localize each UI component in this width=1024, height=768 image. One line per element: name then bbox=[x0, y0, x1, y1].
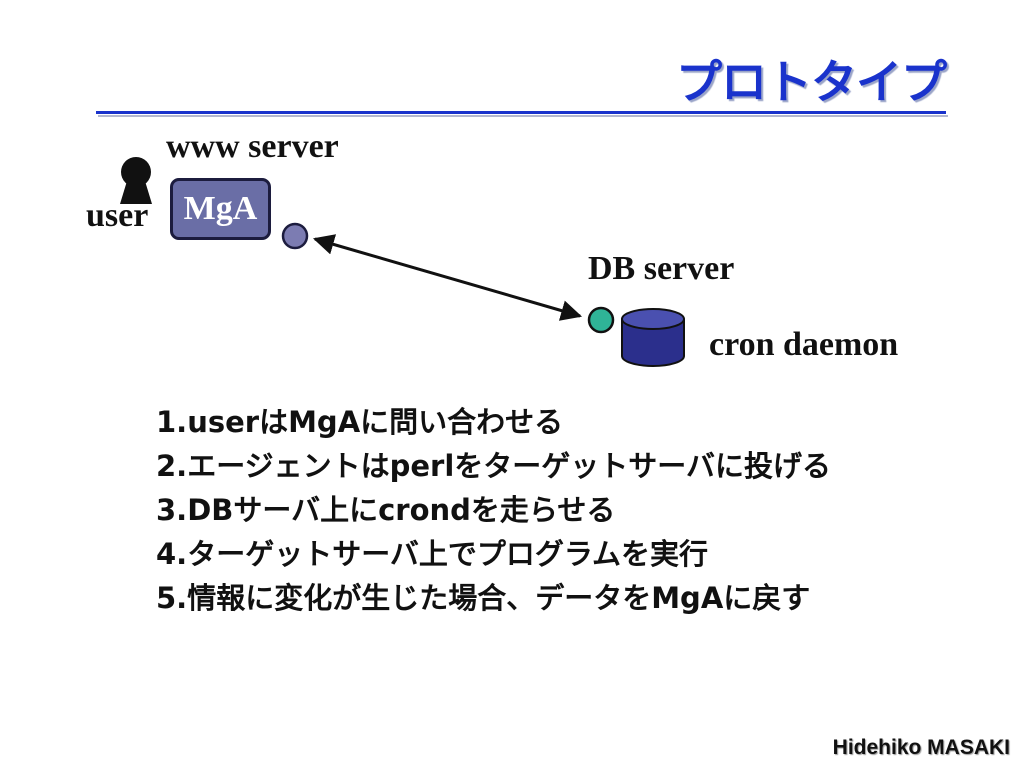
step-item: 5.情報に変化が生じた場合、データをMgAに戻す bbox=[156, 581, 811, 615]
user-label: user bbox=[86, 197, 149, 234]
db-server-node bbox=[587, 306, 615, 334]
steps-list: 1.userはMgAに問い合わせる 2.エージェントはperlをターゲットサーバ… bbox=[156, 400, 831, 620]
title-underline bbox=[96, 111, 946, 114]
agent-node bbox=[281, 222, 309, 250]
communication-arrow bbox=[312, 234, 583, 321]
db-server-label: DB server bbox=[588, 250, 735, 287]
architecture-diagram bbox=[120, 157, 685, 367]
cron-daemon-label: cron daemon bbox=[709, 326, 899, 363]
step-item: 2.エージェントはperlをターゲットサーバに投げる bbox=[156, 449, 831, 483]
author-footer: Hidehiko MASAKI bbox=[832, 736, 1010, 759]
mga-box: MgA bbox=[170, 178, 271, 240]
step-item: 1.userはMgAに問い合わせる bbox=[156, 405, 564, 439]
user-icon bbox=[120, 157, 152, 204]
slide-title: プロトタイプ bbox=[676, 55, 947, 109]
step-item: 4.ターゲットサーバ上でプログラムを実行 bbox=[156, 537, 709, 571]
title-underline-shadow bbox=[98, 115, 948, 117]
step-item: 3.DBサーバ上にcrondを走らせる bbox=[156, 493, 616, 527]
www-server-label: www server bbox=[166, 128, 339, 165]
database-icon bbox=[621, 308, 685, 367]
